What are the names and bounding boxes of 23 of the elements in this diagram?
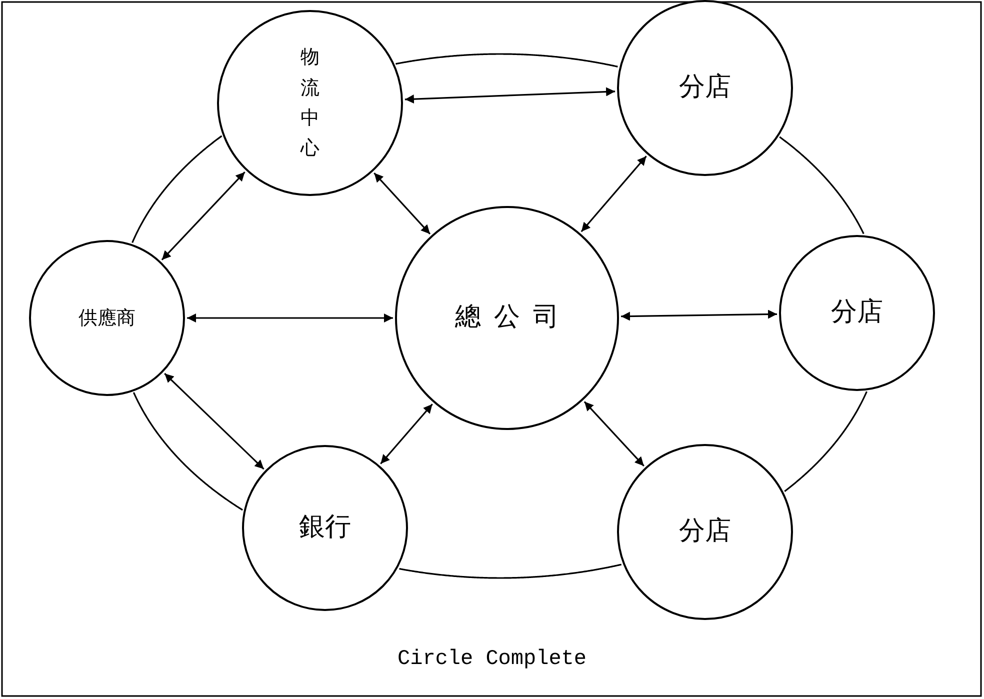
double-arrow [584, 401, 644, 466]
double-arrow [404, 87, 616, 104]
node-label: 供應商 [78, 306, 136, 331]
node-label: 物流中心 [299, 45, 338, 162]
ring-connector [784, 391, 868, 492]
node-label: 銀行 [298, 511, 352, 544]
ring-connector [399, 564, 622, 579]
ring-connector [396, 53, 618, 68]
double-arrow [580, 156, 647, 232]
double-arrow [187, 314, 393, 322]
double-arrow [161, 172, 246, 260]
double-arrow [164, 372, 264, 470]
double-arrow [374, 172, 431, 234]
diagram-caption: Circle Complete [396, 648, 588, 671]
ring-connector [132, 135, 222, 243]
node-label: 分店 [678, 515, 732, 548]
node-label: 總公司 [454, 301, 573, 334]
double-arrow [620, 310, 778, 321]
ring-connector [132, 392, 244, 511]
double-arrow [380, 404, 433, 464]
node-label: 分店 [678, 71, 732, 104]
node-label: 分店 [830, 296, 884, 330]
ring-connector [779, 136, 864, 234]
